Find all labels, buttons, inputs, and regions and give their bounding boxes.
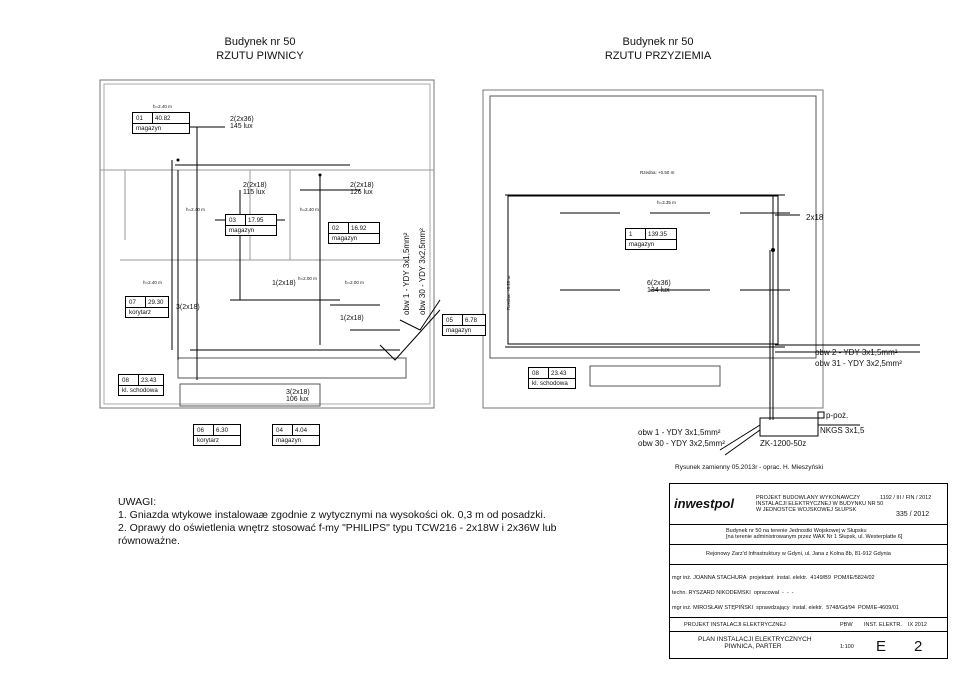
height-label-2: h=2.40 m [186,207,205,212]
cable-label-2: obw 30 - YDY 3x2,5mm² [418,228,427,315]
height-label-4: h=2.00 m [298,276,317,281]
luminaire-label-ground: 6(2x36)134 lux [647,280,671,294]
notes-block: UWAGI: 1. Gniazda wtykowe instalowaæ zgo… [118,496,588,548]
height-label-6: h=2.40 m [143,280,162,285]
right-building-name: Budynek nr 50 [622,36,694,48]
branch-letter: E [876,638,887,655]
luminaire-label-02: 2(2x18)126 lux [350,182,374,196]
luminaire-label-01: 2(2x36)145 lux [230,116,254,130]
revision-caption: Rysunek zamienny 05.2013r - oprac. H. Mi… [675,464,824,471]
location-text: Budynek nr 50 na terenie Jednostki Wojsk… [726,528,903,540]
notes-heading: UWAGI: [118,496,157,508]
left-title: Budynek nr 50 RZUTU PIWNICY [200,35,320,63]
staff-row-2: techn. RYSZARD NIKODEMSKI opracował - - … [672,590,794,596]
drawing-title: PLAN INSTALACJI ELEKTRYCZNYCH PIWNICA, P… [698,636,812,650]
height-label-1: h=2.40 m [153,104,172,109]
right-title: Budynek nr 50 RZUTU PRZYZIEMIA [583,35,733,63]
company-logo: inwestpol [674,496,734,511]
cable-label-5: obw 1 - YDY 3x1,5mm² [638,428,721,437]
cable-label-3: obw 2 - YDY 3x1,5mm² [815,348,898,357]
note-2: 2. Oprawy do oświetlenia wnętrz stosować… [118,522,557,534]
height-label-ground: h=3.35 m [657,200,676,205]
staff-row-1: mgr inż. JOANNA STACHURA projektant inst… [672,575,875,581]
scale-text: 1:100 [840,644,854,650]
cable-label-4: obw 31 - YDY 3x2,5mm² [815,359,902,368]
fire-switch-label: p-poż. [826,411,849,420]
left-building-name: Budynek nr 50 [224,36,296,48]
stage-code: PBW [840,622,853,628]
luminaire-label-2x18: 2x18 [806,213,824,222]
luminaire-label-b: 1(2x18) [340,315,364,322]
staff-row-3: mgr inż. MIROSŁAW STĘPIŃSKI sprawdzający… [672,605,899,611]
investor-text: Rejonowy Zarz'd Infrastruktury w Gdyni, … [706,551,891,557]
note-3: równoważne. [118,535,180,547]
cable-label-6: obw 30 - YDY 3x2,5mm² [638,439,725,448]
title-block: inwestpol PROJEKT BUDOWLANY WYKONAWCZY I… [669,483,948,659]
branch-text: INST. ELEKTR. [864,622,902,628]
sheet-number: 2 [914,638,923,655]
luminaire-label-03: 2(2x18)115 lux [243,182,267,196]
project-title: PROJEKT BUDOWLANY WYKONAWCZY INSTALACJI … [756,495,884,513]
note-1: 1. Gniazda wtykowe instalowaæ zgodnie z … [118,509,546,521]
zk-label: ZK-1200-50z [760,439,807,448]
project-code-1: 1192 / III / FIN / 2012 [880,495,932,501]
level-label-2: Rzedna: +0.28 m [506,275,511,310]
date-text: IX 2012 [908,622,927,628]
height-label-3: h=2.40 m [300,207,319,212]
left-plan-name: RZUTU PIWNICY [216,50,304,62]
height-label-5: h=2.00 m [345,280,364,285]
cable-label-1: obw 1 - YDY 3x1,5mm² [402,232,411,315]
level-label-1: Rzedna: +0.50 m [640,170,675,175]
project-code-2: 335 / 2012 [896,511,930,518]
luminaire-label-07: 3(2x18) [176,304,200,311]
nkgs-label: NKGS 3x1,5 [820,426,865,435]
right-plan-name: RZUTU PRZYZIEMIA [604,50,712,62]
luminaire-label-a: 1(2x18) [272,280,296,287]
stage-text: PROJEKT INSTALACJI ELEKTRYCZNEJ [684,622,786,628]
luminaire-label-corridor: 3(2x18)106 lux [286,389,310,403]
